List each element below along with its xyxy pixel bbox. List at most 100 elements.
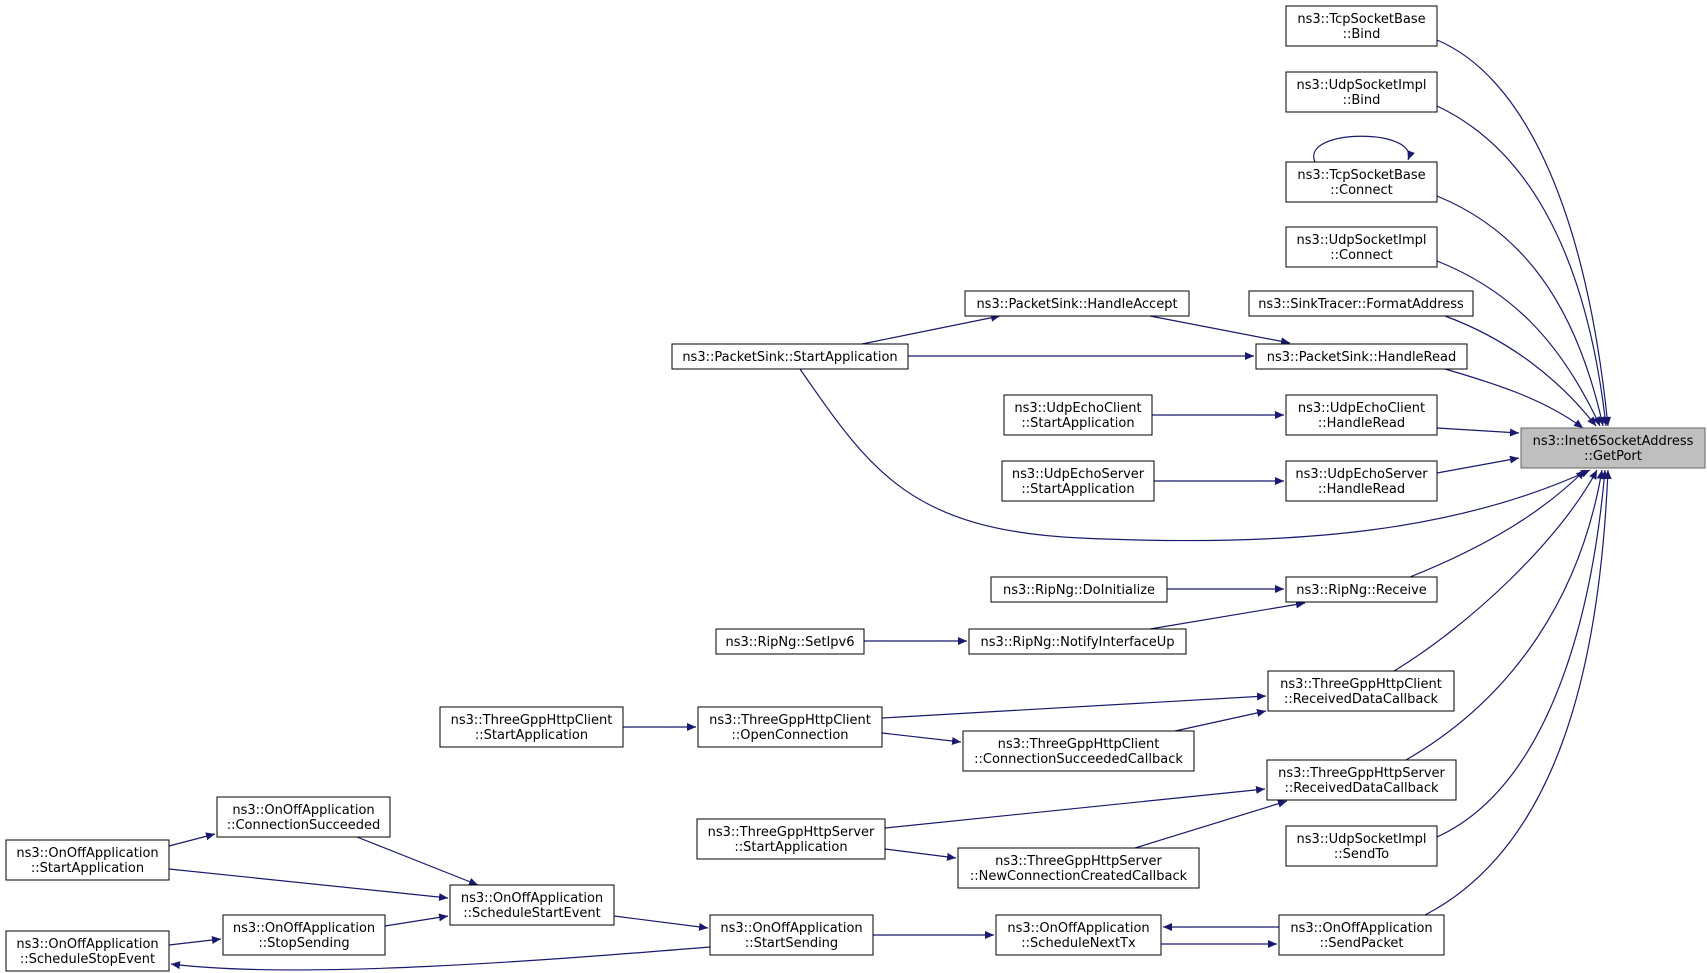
node-onoff-startsending[interactable]: ns3::OnOffApplication::StartSending	[709, 914, 874, 956]
node-label: ns3::OnOffApplication	[233, 921, 375, 936]
node-udp-bind[interactable]: ns3::UdpSocketImpl::Bind	[1285, 71, 1438, 113]
node-onoff-schednexttx[interactable]: ns3::OnOffApplication::ScheduleNextTx	[995, 914, 1162, 956]
node-label: ns3::ThreeGppHttpClient	[709, 713, 871, 728]
node-udp-sendto[interactable]: ns3::UdpSocketImpl::SendTo	[1285, 825, 1438, 867]
node-box	[5, 930, 170, 972]
node-label: ::StartApplication	[31, 861, 144, 876]
edge-onoff-schedstart-to-onoff-startsending	[613, 915, 709, 931]
node-label: ::SendPacket	[1319, 936, 1403, 951]
node-onoff-sendpacket[interactable]: ns3::OnOffApplication::SendPacket	[1278, 914, 1445, 956]
node-label: ::ConnectionSucceededCallback	[974, 752, 1183, 767]
node-onoff-schedstart[interactable]: ns3::OnOffApplication::ScheduleStartEven…	[449, 884, 615, 926]
node-label: ns3::ThreeGppHttpClient	[451, 713, 613, 728]
node-ripng-receive[interactable]: ns3::RipNg::Receive	[1285, 576, 1438, 603]
node-httpserver-startapp[interactable]: ns3::ThreeGppHttpServer::StartApplicatio…	[696, 818, 886, 860]
node-label: ns3::ThreeGppHttpServer	[708, 825, 875, 840]
node-httpclient-openconn[interactable]: ns3::ThreeGppHttpClient::OpenConnection	[697, 706, 883, 748]
node-ripng-setipv6[interactable]: ns3::RipNg::SetIpv6	[715, 628, 865, 655]
node-box	[216, 796, 391, 838]
node-httpserver-newconn[interactable]: ns3::ThreeGppHttpServer::NewConnectionCr…	[957, 847, 1200, 889]
node-ripng-notify[interactable]: ns3::RipNg::NotifyInterfaceUp	[968, 628, 1187, 655]
node-httpclient-connsucc[interactable]: ns3::ThreeGppHttpClient::ConnectionSucce…	[962, 730, 1195, 772]
node-box	[5, 839, 170, 881]
node-label: ns3::ThreeGppHttpServer	[995, 854, 1162, 869]
node-onoff-stopsending[interactable]: ns3::OnOffApplication::StopSending	[222, 914, 386, 956]
edge-httpclient-connsucc-to-httpclient-recvdata	[1174, 709, 1267, 732]
node-label: ::StopSending	[258, 936, 349, 951]
node-onoff-schedstop[interactable]: ns3::OnOffApplication::ScheduleStopEvent	[5, 930, 170, 972]
node-label: ::StartApplication	[734, 840, 847, 855]
node-onoff-connsucc[interactable]: ns3::OnOffApplication::ConnectionSucceed…	[216, 796, 391, 838]
node-label: ns3::UdpSocketImpl	[1297, 78, 1427, 93]
node-box	[449, 884, 615, 926]
node-packetsink-startapp[interactable]: ns3::PacketSink::StartApplication	[671, 343, 909, 370]
node-box	[1285, 394, 1438, 436]
node-echoserver-handleread[interactable]: ns3::UdpEchoServer::HandleRead	[1285, 460, 1438, 502]
node-label: ::StartApplication	[1021, 416, 1134, 431]
edge-echoclient-handleread-to-getport	[1436, 427, 1520, 437]
edge-udp-bind-to-getport	[1436, 105, 1609, 427]
node-box	[995, 914, 1162, 956]
node-label: ns3::UdpEchoServer	[1295, 467, 1428, 482]
node-box	[709, 914, 874, 956]
edge-httpserver-startapp-to-httpserver-newconn	[884, 848, 957, 861]
node-label: ns3::PacketSink::HandleAccept	[976, 297, 1177, 312]
edge-onoff-startapp-to-onoff-connsucc	[168, 832, 216, 847]
node-packetsink-handleaccept[interactable]: ns3::PacketSink::HandleAccept	[964, 290, 1190, 317]
node-label: ::StartApplication	[475, 728, 588, 743]
edge-packetsink-handleread-to-getport	[1444, 368, 1584, 429]
node-label: ns3::ThreeGppHttpClient	[998, 737, 1160, 752]
node-udp-connect[interactable]: ns3::UdpSocketImpl::Connect	[1285, 226, 1438, 268]
node-label: ns3::RipNg::SetIpv6	[725, 635, 854, 650]
node-packetsink-handleread[interactable]: ns3::PacketSink::HandleRead	[1255, 343, 1468, 370]
edge-ripng-receive-to-getport	[1409, 469, 1586, 578]
node-httpserver-recvdata[interactable]: ns3::ThreeGppHttpServer::ReceivedDataCal…	[1266, 759, 1457, 801]
node-box	[1285, 71, 1438, 113]
node-sinktracer-format[interactable]: ns3::SinkTracer::FormatAddress	[1248, 290, 1474, 317]
edge-packetsink-handleaccept-to-packetsink-handleread	[1149, 315, 1291, 346]
node-echoclient-handleread[interactable]: ns3::UdpEchoClient::HandleRead	[1285, 394, 1438, 436]
node-httpclient-recvdata[interactable]: ns3::ThreeGppHttpClient::ReceivedDataCal…	[1267, 670, 1455, 712]
node-box	[696, 818, 886, 860]
node-echoclient-startapp[interactable]: ns3::UdpEchoClient::StartApplication	[1003, 394, 1153, 436]
node-label: ns3::PacketSink::StartApplication	[682, 350, 897, 365]
node-ripng-doinit[interactable]: ns3::RipNg::DoInitialize	[990, 576, 1168, 603]
node-onoff-startapp[interactable]: ns3::OnOffApplication::StartApplication	[5, 839, 170, 881]
node-label: ns3::SinkTracer::FormatAddress	[1258, 297, 1464, 312]
node-box	[1248, 290, 1474, 317]
node-box	[1285, 460, 1438, 502]
edge-onoff-sendpacket-to-getport	[1424, 469, 1612, 916]
edge-packetsink-startapp-to-packetsink-handleaccept	[861, 313, 1001, 345]
node-box	[1285, 226, 1438, 268]
node-label: ::Connect	[1330, 183, 1393, 198]
edge-httpclient-openconn-to-httpclient-recvdata	[881, 692, 1267, 719]
node-box	[1266, 759, 1457, 801]
edge-tcp-bind-to-getport	[1436, 39, 1612, 427]
node-label: ::ConnectionSucceeded	[227, 818, 381, 833]
node-echoserver-startapp[interactable]: ns3::UdpEchoServer::StartApplication	[1001, 460, 1155, 502]
edge-echoserver-handleread-to-getport	[1436, 455, 1520, 474]
node-label: ns3::OnOffApplication	[1007, 921, 1149, 936]
node-tcp-bind[interactable]: ns3::TcpSocketBase::Bind	[1285, 5, 1438, 47]
node-box	[990, 576, 1168, 603]
node-label: ns3::ThreeGppHttpClient	[1280, 677, 1442, 692]
node-tcp-connect[interactable]: ns3::TcpSocketBase::Connect	[1285, 161, 1438, 203]
node-label: ns3::OnOffApplication	[720, 921, 862, 936]
node-box	[1520, 427, 1706, 469]
node-box	[439, 706, 624, 748]
node-httpclient-startapp[interactable]: ns3::ThreeGppHttpClient::StartApplicatio…	[439, 706, 624, 748]
node-box	[1255, 343, 1468, 370]
node-box	[1285, 825, 1438, 867]
node-label: ns3::OnOffApplication	[232, 803, 374, 818]
node-label: ::Connect	[1330, 248, 1393, 263]
edge-packetsink-startapp-to-getport	[799, 368, 1591, 542]
node-label: ::HandleRead	[1318, 482, 1405, 497]
node-label: ns3::TcpSocketBase	[1297, 12, 1425, 27]
node-box	[1001, 460, 1155, 502]
node-box	[671, 343, 909, 370]
edge-httpclient-recvdata-to-getport	[1393, 469, 1598, 672]
edge-udp-connect-to-getport	[1436, 260, 1601, 427]
node-label: ::ScheduleStartEvent	[463, 906, 601, 921]
node-getport[interactable]: ns3::Inet6SocketAddress::GetPort	[1520, 427, 1706, 469]
node-label: ns3::UdpEchoClient	[1298, 401, 1425, 416]
